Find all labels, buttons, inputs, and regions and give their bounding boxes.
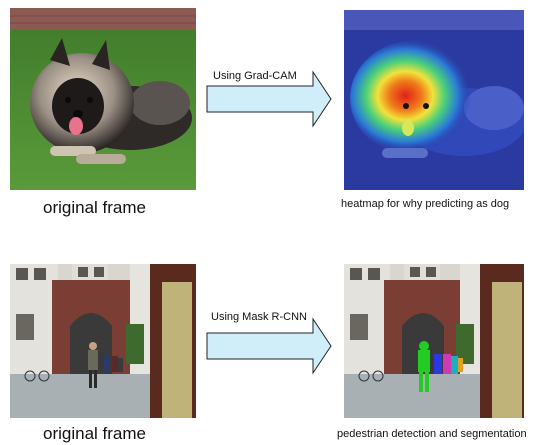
arrow-label-maskrcnn: Using Mask R-CNN <box>211 311 307 323</box>
dog-photo <box>10 8 196 190</box>
right-arrow <box>206 317 332 375</box>
street-photo <box>10 264 196 418</box>
caption-segmentation: pedestrian detection and segmentation <box>337 428 527 440</box>
caption-heatmap: heatmap for why predicting as dog <box>341 198 510 210</box>
street-segmentation-photo <box>344 264 524 418</box>
right-arrow <box>206 70 332 128</box>
caption-original-frame-2: original frame <box>43 424 146 443</box>
caption-original-frame-1: original frame <box>43 198 146 217</box>
arrow-label-gradcam: Using Grad-CAM <box>213 70 297 82</box>
dog-heatmap-photo <box>344 10 524 190</box>
